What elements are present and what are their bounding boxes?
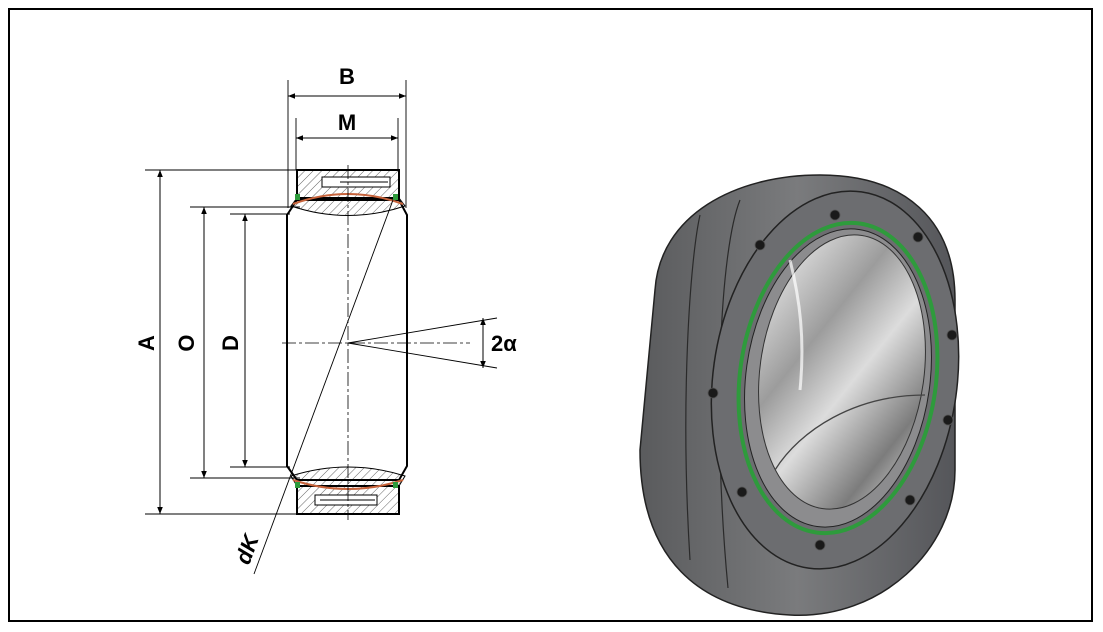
section-view: B M A O D dK 2α <box>134 64 517 575</box>
label-O: O <box>174 334 199 351</box>
bolt-heads <box>707 209 958 551</box>
label-D: D <box>218 335 243 351</box>
label-B: B <box>339 64 355 89</box>
seal-bottom-left <box>295 482 300 488</box>
label-dK: dK <box>230 529 264 567</box>
label-A: A <box>134 335 159 351</box>
label-2alpha: 2α <box>491 331 517 356</box>
seal-ring <box>736 220 940 536</box>
bearing-3d-view <box>639 174 960 616</box>
label-M: M <box>338 110 356 135</box>
seal-bottom-right <box>393 482 398 488</box>
seal-top-right <box>393 194 398 200</box>
seal-top-left <box>295 194 300 200</box>
